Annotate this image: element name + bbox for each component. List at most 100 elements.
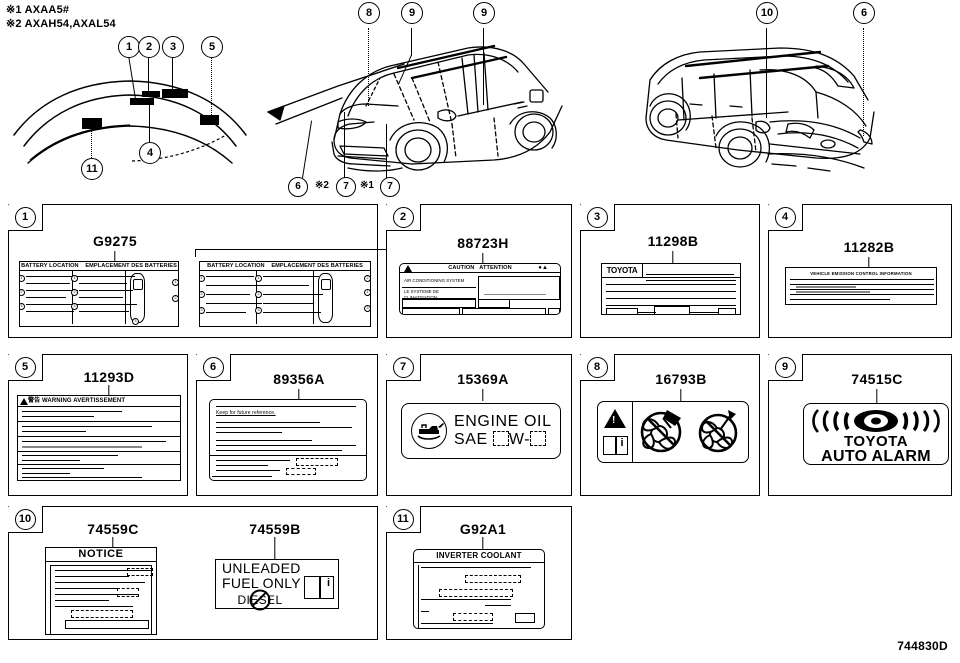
panel-8-part-code: 16793B (655, 371, 707, 387)
panel-8-number-box: 8 (580, 354, 615, 381)
warning-header-en: WARNING (41, 398, 72, 404)
oil-line-1: ENGINE OIL (454, 413, 552, 431)
callout-front-8[interactable]: 8 (358, 2, 380, 24)
leader-11 (91, 128, 92, 160)
sticker-b-col-1: 1 2 3 (200, 271, 264, 325)
sticker-a-vehicle-icon: 1 2 3 (126, 271, 178, 326)
note-2-mark: ※2 (6, 18, 22, 30)
callout-front-9a[interactable]: 9 (401, 2, 423, 24)
panel-5-number-box: 5 (8, 354, 43, 381)
part-panel-2[interactable]: 2 88723H CAUTION ATTENTION ●▲ AIR CONDIT… (386, 204, 572, 338)
leader-rear-10 (766, 28, 768, 118)
sticker-a-header-en: BATTERY LOCATION (21, 262, 79, 269)
oil-can-icon (411, 413, 447, 449)
leader-2 (148, 55, 150, 93)
panel-11-number-box: 11 (386, 506, 421, 533)
ac-caution-header: CAUTION ATTENTION ●▲ (400, 264, 560, 274)
inverter-coolant-sticker: INVERTER COOLANT (413, 549, 545, 629)
panel-1-number-box: 1 (8, 204, 43, 231)
callout-front-7a[interactable]: 7 (336, 177, 356, 197)
panel-1-part-code: G9275 (92, 233, 138, 249)
panel-7-number: 7 (392, 356, 414, 378)
callout-rear-6[interactable]: 6 (853, 2, 875, 24)
leader-5 (211, 55, 212, 117)
oil-grade-box-1 (492, 431, 509, 446)
no-tool-in-fan-icon (698, 410, 738, 453)
callout-hood-5[interactable]: 5 (201, 36, 223, 58)
part-panel-8[interactable]: 8 16793B (580, 354, 760, 496)
leader-rear-6 (863, 28, 864, 136)
part-panel-6[interactable]: 6 89356A Keep for future reference. (196, 354, 378, 496)
panel-10-tick-b (274, 537, 276, 559)
warning-sticker-11293D: 警告 WARNING AVERTISSEMENT (17, 395, 181, 481)
part-panel-4[interactable]: 4 11282B VEHICLE EMISSION CONTROL INFORM… (768, 204, 952, 338)
panel-1-bracket (195, 249, 387, 257)
callout-hood-4[interactable]: 4 (139, 142, 161, 164)
panel-3-part-code: 11298B (647, 233, 699, 249)
ac-system-line-en: AIR CONDITIONING SYSTEM (404, 278, 465, 283)
panel-1-number: 1 (14, 206, 36, 228)
callout-front-9b[interactable]: 9 (473, 2, 495, 24)
leader-front-9a (411, 28, 413, 56)
mark-note-2-ref: ※2 (315, 180, 329, 191)
no-diesel-text: DIESEL (216, 589, 304, 611)
panel-2-tick (482, 253, 484, 263)
leader-4 (149, 104, 151, 144)
part-panel-10[interactable]: 10 74559C 74559B NOTICE UNLEADED FUEL ON… (8, 506, 378, 640)
panel-6-tick (298, 389, 300, 399)
leader-front-7b (386, 124, 388, 180)
panel-2-number: 2 (392, 206, 414, 228)
warning-header-fr: AVERTISSEMENT (73, 398, 126, 404)
callout-front-7b[interactable]: 7 (380, 177, 400, 197)
panel-10-number-box: 10 (8, 506, 43, 533)
fuel-line-2: FUEL ONLY (222, 574, 301, 591)
hood-label-block-11 (82, 118, 102, 129)
rear-vehicle-svg (645, 47, 875, 172)
panel-3-tick (672, 251, 674, 263)
panel-6-number: 6 (202, 356, 224, 378)
mark-note-1-ref: ※1 (360, 180, 374, 191)
fan-warning-symbols-right (633, 402, 748, 462)
callout-hood-3[interactable]: 3 (162, 36, 184, 58)
callout-rear-10[interactable]: 10 (756, 2, 778, 24)
note-1-text: AXAA5# (24, 4, 70, 16)
panel-7-part-code: 15369A (457, 371, 509, 387)
note-mark-2: ※2 AXAH54,AXAL54 (6, 17, 116, 30)
callout-hood-11[interactable]: 11 (81, 158, 103, 180)
sticker-6-english-line: Keep for future reference. (216, 410, 276, 416)
part-panel-9[interactable]: 9 74515C TOYOTA AUTO ALARM (768, 354, 952, 496)
panel-5-number: 5 (14, 356, 36, 378)
part-panel-7[interactable]: 7 15369A ENGINE OIL SAE W- (386, 354, 572, 496)
panel-1-tick (114, 251, 116, 263)
panel-3-number-box: 3 (580, 204, 615, 231)
sticker-a-col-2: 1 2 3 (71, 271, 137, 325)
oil-spec-text: ENGINE OIL SAE W- (454, 413, 552, 449)
panel-10-number: 10 (14, 508, 36, 530)
owner-manual-sticker-89356A: Keep for future reference. (209, 399, 367, 481)
ac-system-line-fr: LE SYSTEME DE CLIMATISATION (404, 289, 439, 300)
hood-label-block-3 (162, 89, 188, 98)
panel-11-number: 11 (392, 508, 414, 530)
front-vehicle-svg (267, 44, 563, 172)
panel-2-number-box: 2 (386, 204, 421, 231)
inverter-coolant-header: INVERTER COOLANT (414, 550, 544, 563)
notice-sticker-74559C: NOTICE (45, 547, 157, 635)
part-panel-3[interactable]: 3 11298B TOYOTA (580, 204, 760, 338)
part-panel-1[interactable]: 1 G9275 BATTERY LOCATION EMPLACEMENT DES… (8, 204, 387, 338)
panel-3-number: 3 (586, 206, 608, 228)
drawing-number: 744830D (897, 639, 948, 653)
panel-7-number-box: 7 (386, 354, 421, 381)
part-panel-5[interactable]: 5 11293D 警告 WARNING AVERTISSEMENT (8, 354, 188, 496)
callout-hood-2[interactable]: 2 (138, 36, 160, 58)
note-2-text: AXAH54,AXAL54 (24, 18, 116, 30)
part-panel-11[interactable]: 11 G92A1 INVERTER COOLANT (386, 506, 572, 640)
panel-6-part-code: 89356A (273, 371, 325, 387)
panel-4-number-box: 4 (768, 204, 803, 231)
vehicle-rear-three-quarter-view (620, 26, 940, 176)
panel-9-number: 9 (774, 356, 796, 378)
fuel-line-1: UNLEADED (222, 559, 301, 576)
leader-front-7a (344, 112, 346, 180)
callout-hood-1[interactable]: 1 (118, 36, 140, 58)
callout-front-6[interactable]: 6 (288, 177, 308, 197)
owner-manual-book-icon (602, 436, 628, 455)
